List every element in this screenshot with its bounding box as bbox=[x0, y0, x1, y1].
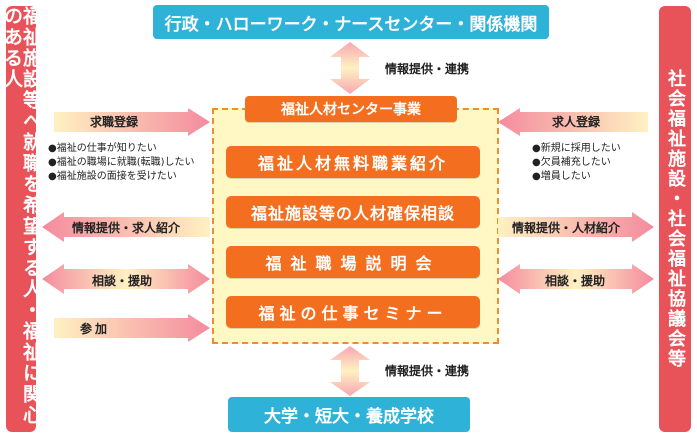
left-arrow-2 bbox=[42, 212, 210, 242]
left-arrow-3 bbox=[42, 264, 210, 294]
left-arrow-4 bbox=[54, 314, 210, 342]
right-arrow-3-label: 相談・援助 bbox=[545, 274, 606, 288]
center-item-1-text: 福祉人材無料職業紹介 bbox=[257, 154, 448, 173]
left-sidebar-text: 福祉施設等へ就職を希望する人・福祉に関心のある人 bbox=[1, 6, 42, 426]
top-double-arrow bbox=[330, 42, 370, 94]
right-arrow-2 bbox=[498, 212, 654, 242]
right-arrow-3 bbox=[498, 264, 654, 294]
left-arrow-3-label: 相談・援助 bbox=[92, 274, 153, 288]
top-box-text: 行政・ハローワーク・ナースセンター・関係機関 bbox=[164, 14, 538, 35]
left-sidebar: 福祉施設等へ就職を希望する人・福祉に関心のある人 bbox=[1, 6, 42, 432]
center-item-1: 福祉人材無料職業紹介 bbox=[226, 146, 480, 178]
center-item-2-text: 福祉施設等の人材確保相談 bbox=[250, 204, 455, 223]
left-bullet: ●福祉の仕事が知りたい bbox=[48, 143, 157, 154]
top-box: 行政・ハローワーク・ナースセンター・関係機関 bbox=[153, 5, 549, 39]
left-arrow-2-label: 情報提供・求人紹介 bbox=[72, 221, 181, 235]
right-bullet: ●新規に採用したい bbox=[532, 143, 621, 154]
left-bullets: ●福祉の仕事が知りたい ●福祉の職場に就職(転職)したい ●福祉施設の面接を受け… bbox=[48, 142, 195, 184]
center-item-4-text: 福祉の仕事セミナー bbox=[258, 304, 448, 323]
bottom-double-arrow bbox=[330, 346, 370, 396]
center-item-3-text: 福祉職場説明会 bbox=[265, 254, 441, 273]
bottom-box-text: 大学・短大・養成学校 bbox=[264, 407, 434, 427]
left-bullet: ●福祉施設の面接を受けたい bbox=[48, 171, 177, 182]
left-arrow-1 bbox=[54, 108, 210, 136]
left-bullet: ●福祉の職場に就職(転職)したい bbox=[48, 157, 195, 168]
center-header: 福祉人材センター事業 bbox=[245, 96, 457, 122]
right-bullets: ●新規に採用したい ●欠員補充したい ●増員したい bbox=[532, 142, 621, 184]
right-bullet: ●欠員補充したい bbox=[532, 157, 611, 168]
center-item-2: 福祉施設等の人材確保相談 bbox=[226, 196, 480, 228]
left-arrow-4-label: 参加 bbox=[80, 322, 111, 336]
right-arrow-2-label: 情報提供・人材紹介 bbox=[512, 221, 621, 235]
center-header-text: 福祉人材センター事業 bbox=[281, 102, 421, 118]
bottom-box: 大学・短大・養成学校 bbox=[228, 397, 470, 432]
bottom-arrow-label: 情報提供・連携 bbox=[385, 364, 470, 378]
right-arrow-1-label: 求人登録 bbox=[552, 115, 601, 129]
center-item-4: 福祉の仕事セミナー bbox=[226, 296, 480, 328]
left-arrow-1-label: 求職登録 bbox=[90, 115, 139, 129]
right-sidebar: 社会福祉施設・社会福祉協議会等 bbox=[659, 6, 691, 432]
right-arrow-1 bbox=[498, 108, 648, 136]
top-arrow-label: 情報提供・連携 bbox=[385, 62, 470, 76]
right-sidebar-text: 社会福祉施設・社会福祉協議会等 bbox=[665, 69, 686, 369]
center-item-3: 福祉職場説明会 bbox=[226, 246, 480, 278]
right-bullet: ●増員したい bbox=[532, 171, 591, 182]
